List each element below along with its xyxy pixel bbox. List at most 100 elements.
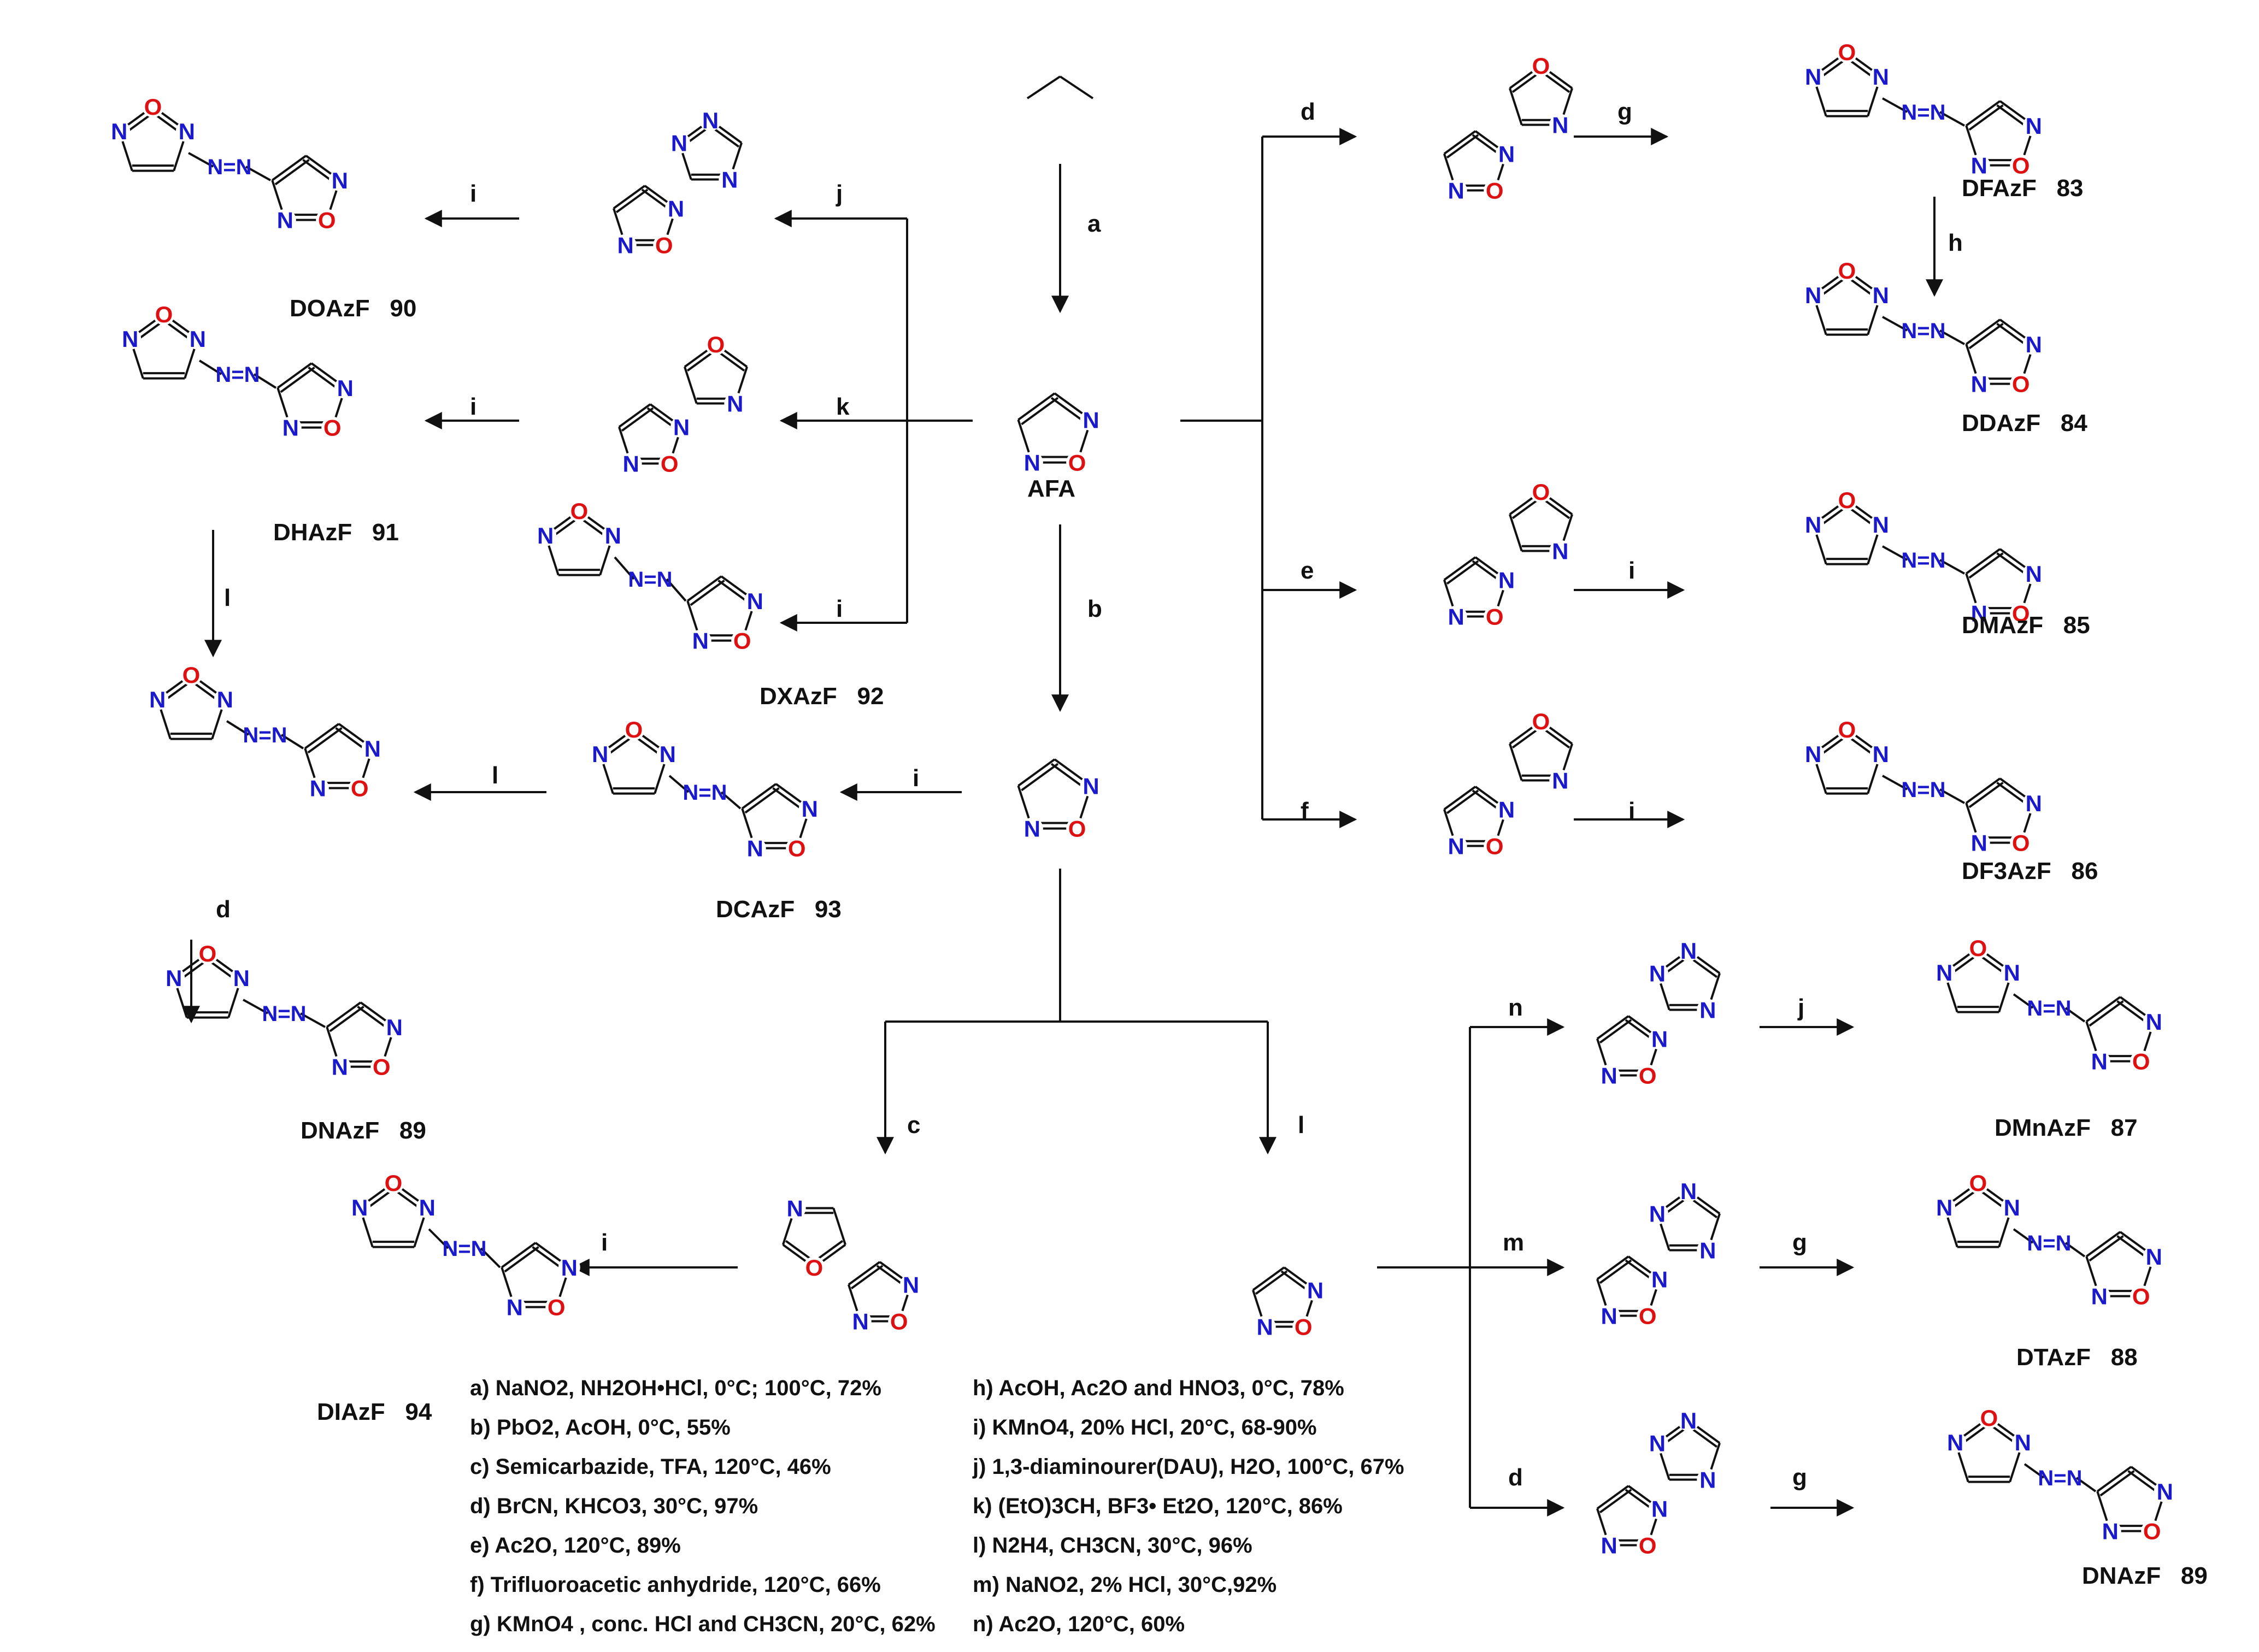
atom-backdrop bbox=[1445, 179, 1467, 202]
atom-backdrop bbox=[142, 96, 164, 117]
atom-backdrop bbox=[623, 718, 645, 740]
azo-bond bbox=[188, 152, 214, 168]
atom-N: N bbox=[233, 965, 250, 991]
atom-O: O bbox=[1532, 53, 1550, 79]
atom-backdrop bbox=[849, 1310, 872, 1332]
compound-89-right-furazan-left: ONN bbox=[1944, 1405, 2034, 1483]
atom-O: O bbox=[2012, 153, 2030, 179]
intermediate-c-furazan: NON bbox=[848, 1261, 922, 1335]
azo-bond bbox=[1939, 559, 1965, 575]
atom-N: N bbox=[364, 736, 381, 762]
compound-89-name: DNAzF bbox=[2082, 1562, 2161, 1589]
ring-bond bbox=[613, 185, 646, 210]
atom-backdrop bbox=[1649, 1028, 1671, 1050]
azo-bond bbox=[1882, 97, 1908, 113]
atom-backdrop bbox=[2022, 333, 2045, 355]
compound-88-number: 88 bbox=[2110, 1344, 2138, 1371]
ring-double-bond bbox=[2089, 1000, 2124, 1027]
atom-O: O bbox=[1838, 717, 1856, 742]
ring-double-bond bbox=[690, 580, 725, 606]
ring-bond bbox=[832, 1207, 846, 1246]
ring-bond bbox=[1966, 318, 2001, 345]
atom-N: N bbox=[2102, 1519, 2119, 1544]
intermediate-d89-furazan: NON bbox=[1596, 1485, 1671, 1559]
ring-double-bond bbox=[307, 727, 343, 754]
ring-bond bbox=[742, 783, 777, 810]
atom-backdrop bbox=[699, 109, 721, 131]
ring-bond bbox=[1509, 514, 1523, 552]
atom-O: O bbox=[373, 1054, 391, 1080]
atom-O: O bbox=[318, 208, 336, 233]
atom-N: N bbox=[1083, 773, 1099, 799]
atom-N: N bbox=[660, 741, 676, 767]
conditions-left: a) NaNO2, NH2OH•HCl, 0°C; 100°C, 72% b) … bbox=[470, 1368, 936, 1644]
compound-84-furazan-right: NON bbox=[1965, 318, 2045, 397]
atom-N: N bbox=[1947, 1430, 1963, 1455]
atom-backdrop bbox=[334, 376, 356, 399]
atom-backdrop bbox=[146, 688, 169, 710]
atom-backdrop bbox=[668, 132, 690, 154]
atom-N: N bbox=[1873, 64, 1889, 90]
atom-N: N bbox=[332, 168, 348, 193]
atom-backdrop bbox=[1836, 718, 1858, 740]
compound-88-name: DTAzF bbox=[2016, 1344, 2091, 1371]
atom-backdrop bbox=[2088, 1285, 2110, 1307]
step-l-91: l bbox=[224, 585, 231, 611]
azo-group: N=N bbox=[683, 781, 727, 805]
compound-86-label: DF3AzF 86 bbox=[1962, 858, 2098, 885]
atom-O: O bbox=[2012, 830, 2030, 856]
atom-O: O bbox=[805, 1255, 823, 1281]
atom-backdrop bbox=[1933, 1196, 1956, 1218]
atom-N: N bbox=[166, 965, 182, 991]
atom-N: N bbox=[332, 1054, 348, 1080]
ring-bond bbox=[1509, 743, 1523, 781]
condition-m: m) NaNO2, 2% HCl, 30°C,92% bbox=[973, 1573, 1277, 1597]
compound-92-label: DXAzF 92 bbox=[760, 683, 884, 710]
compound-93-furazan-right: NON bbox=[741, 783, 821, 862]
step-i-85: i bbox=[1628, 557, 1636, 584]
ring-bond bbox=[1443, 786, 1476, 811]
atom-N: N bbox=[2091, 1284, 2108, 1309]
intermediate-k-oxadiazole: ON bbox=[684, 332, 748, 417]
atom-backdrop bbox=[1549, 540, 1572, 562]
compound-92-number: 92 bbox=[857, 683, 884, 710]
compound-91-name: DHAzF bbox=[273, 519, 352, 546]
intermediate-n-furazan: NON bbox=[1596, 1015, 1671, 1089]
ring-double-bond bbox=[1599, 1259, 1632, 1284]
atom-backdrop bbox=[2143, 1010, 2165, 1032]
intermediate-l-furazan: NON bbox=[1252, 1266, 1327, 1340]
atom-backdrop bbox=[1080, 775, 1102, 797]
step-l-bottom: l bbox=[1298, 1112, 1305, 1138]
atom-backdrop bbox=[1802, 284, 1825, 306]
azo-bond bbox=[2023, 1463, 2045, 1479]
azo-bond bbox=[1939, 788, 1965, 804]
step-k: k bbox=[836, 393, 850, 420]
atom-N: N bbox=[1651, 1266, 1668, 1292]
ring-double-bond bbox=[1968, 104, 2004, 131]
atom-N: N bbox=[1024, 816, 1040, 842]
ring-double-bond bbox=[1968, 552, 2004, 579]
step-m: m bbox=[1503, 1229, 1525, 1256]
compound-91-furazan-right: NON bbox=[277, 362, 356, 441]
atom-backdrop bbox=[2099, 1520, 2121, 1542]
condition-h: h) AcOH, Ac2O and HNO3, 0°C, 78% bbox=[973, 1376, 1344, 1400]
atom-N: N bbox=[351, 1195, 368, 1220]
atom-backdrop bbox=[2011, 1431, 2034, 1453]
azo-bond bbox=[2013, 1228, 2034, 1244]
ring-bond bbox=[326, 1001, 362, 1028]
atom-backdrop bbox=[731, 629, 754, 652]
atom-N: N bbox=[1680, 1408, 1697, 1433]
compound-87-number: 87 bbox=[2110, 1114, 2138, 1141]
ring-double-bond bbox=[504, 1246, 539, 1273]
atom-N: N bbox=[1601, 1063, 1617, 1089]
atom-backdrop bbox=[1802, 742, 1825, 765]
compound-87-name: DMnAzF bbox=[1995, 1114, 2091, 1141]
atom-backdrop bbox=[784, 1197, 806, 1219]
ring-double-bond bbox=[2099, 1470, 2135, 1497]
intermediate-m-furazan: NON bbox=[1596, 1255, 1671, 1329]
compound-hydrazide-furazan-right: NON bbox=[304, 723, 384, 801]
atom-backdrop bbox=[2143, 1245, 2165, 1267]
atom-N: N bbox=[1498, 141, 1515, 167]
atom-backdrop bbox=[1978, 1407, 2000, 1429]
compound-86-furazan-left: ONN bbox=[1802, 717, 1892, 795]
